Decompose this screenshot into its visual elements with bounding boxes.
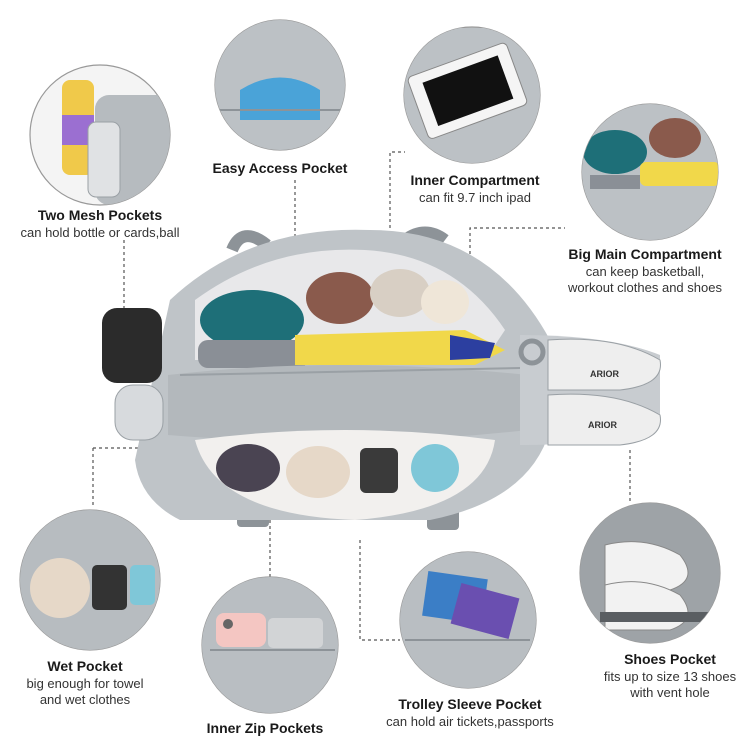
detail-easy-access-pocket bbox=[214, 19, 346, 151]
feature-title: Easy Access Pocket bbox=[212, 160, 348, 176]
label-easy-access-pocket: Easy Access Pocket bbox=[205, 160, 355, 178]
feature-desc: and wet clothes bbox=[39, 691, 131, 707]
detail-inner-zip-pockets bbox=[201, 576, 339, 714]
label-mesh-pockets: Two Mesh Pockets can hold bottle or card… bbox=[10, 207, 190, 241]
duffel-bag: ARIOR ARIOR bbox=[102, 226, 661, 530]
feature-desc: big enough for towel bbox=[26, 675, 144, 691]
detail-wet-pocket bbox=[19, 509, 161, 651]
feature-title: Inner Zip Pockets bbox=[206, 720, 324, 736]
detail-trolley-sleeve-pocket bbox=[399, 551, 537, 689]
feature-desc: can hold bottle or cards,ball bbox=[20, 224, 180, 240]
feature-desc: workout clothes and shoes bbox=[568, 279, 722, 295]
feature-desc: can keep basketball, bbox=[585, 263, 705, 279]
feature-title: Big Main Compartment bbox=[568, 246, 722, 262]
detail-mesh-pockets bbox=[29, 64, 171, 206]
feature-title: Inner Compartment bbox=[410, 172, 540, 188]
label-inner-zip-pockets: Inner Zip Pockets bbox=[190, 720, 340, 738]
feature-desc: can fit 9.7 inch ipad bbox=[418, 189, 532, 205]
feature-title: Trolley Sleeve Pocket bbox=[398, 696, 542, 712]
label-main-compartment: Big Main Compartment can keep basketball… bbox=[555, 246, 735, 296]
label-inner-compartment: Inner Compartment can fit 9.7 inch ipad bbox=[395, 172, 555, 206]
label-shoes-pocket: Shoes Pocket fits up to size 13 shoes wi… bbox=[600, 651, 740, 701]
label-wet-pocket: Wet Pocket big enough for towel and wet … bbox=[20, 658, 150, 708]
label-trolley-sleeve-pocket: Trolley Sleeve Pocket can hold air ticke… bbox=[370, 696, 570, 730]
feature-title: Two Mesh Pockets bbox=[37, 207, 163, 223]
detail-main-compartment bbox=[581, 103, 719, 241]
feature-desc: fits up to size 13 shoes bbox=[603, 668, 737, 684]
feature-title: Wet Pocket bbox=[47, 658, 123, 674]
feature-desc: with vent hole bbox=[630, 684, 710, 700]
feature-desc: can hold air tickets,passports bbox=[386, 713, 554, 729]
detail-inner-compartment bbox=[403, 26, 541, 164]
feature-title: Shoes Pocket bbox=[624, 651, 716, 667]
detail-shoes-pocket bbox=[579, 502, 721, 644]
shoe-brand-text-2: ARIOR bbox=[588, 420, 618, 430]
shoe-brand-text: ARIOR bbox=[590, 369, 620, 379]
